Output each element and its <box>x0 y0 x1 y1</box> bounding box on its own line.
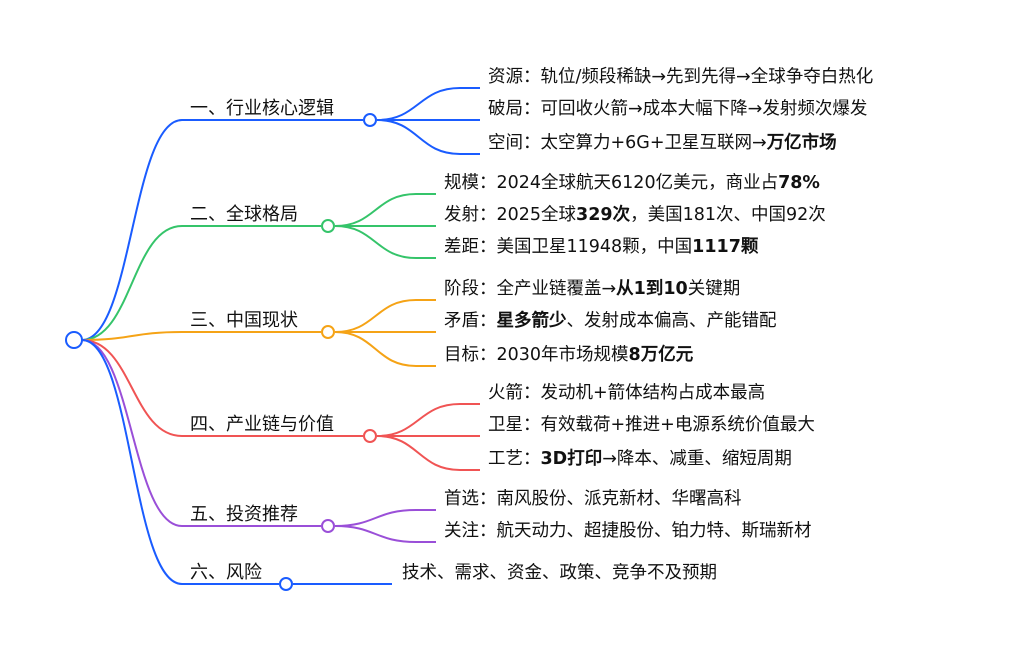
leaf-label-1-3[interactable]: 空间：太空算力+6G+卫星互联网→万亿市场 <box>488 132 837 154</box>
branch-label-1[interactable]: 一、行业核心逻辑 <box>190 98 334 119</box>
leaf-label-4-1[interactable]: 火箭：发动机+箭体结构占成本最高 <box>488 382 765 404</box>
leaf-text-part: 关键期 <box>687 279 741 299</box>
leaf-text-part: 万亿市场 <box>766 133 837 153</box>
leaf-text-part: 星多箭少 <box>496 311 567 331</box>
leaf-link-3-3 <box>334 331 436 367</box>
leaf-text-part: 329次 <box>576 205 631 225</box>
leaf-label-2-3[interactable]: 差距：美国卫星11948颗，中国1117颗 <box>444 236 758 258</box>
leaf-label-5-1[interactable]: 首选：南风股份、派克新材、华曙高科 <box>444 488 742 510</box>
leaf-label-2-2[interactable]: 发射：2025全球329次，美国181次、中国92次 <box>444 204 826 226</box>
root-branch-link-3 <box>81 331 183 341</box>
leaf-label-3-3[interactable]: 目标：2030年市场规模8万亿元 <box>444 344 693 366</box>
branch-node-2 <box>321 219 335 233</box>
leaf-text-part: 、发射成本偏高、产能错配 <box>566 311 777 331</box>
leaf-label-5-2[interactable]: 关注：航天动力、超捷股份、铂力特、斯瑞新材 <box>444 520 812 542</box>
leaf-text-part: 火箭：发动机+箭体结构占成本最高 <box>488 383 766 403</box>
link-layer <box>81 87 480 586</box>
leaf-label-6-1[interactable]: 技术、需求、资金、政策、竞争不及预期 <box>402 562 717 584</box>
branch-label-5[interactable]: 五、投资推荐 <box>190 504 298 525</box>
leaf-text-part: ，美国181次、中国92次 <box>630 205 826 225</box>
leaf-text-part: 关注：航天动力、超捷股份、铂力特、斯瑞新材 <box>444 521 812 541</box>
leaf-label-4-2[interactable]: 卫星：有效载荷+推进+电源系统价值最大 <box>488 414 815 436</box>
leaf-text-part: 工艺： <box>488 449 541 469</box>
node-layer <box>65 113 377 591</box>
leaf-link-4-1 <box>376 403 480 437</box>
root-branch-link-6 <box>81 339 183 585</box>
root-branch-link-1 <box>81 119 183 341</box>
root-branch-link-5 <box>81 339 183 527</box>
branch-node-3 <box>321 325 335 339</box>
leaf-label-4-3[interactable]: 工艺：3D打印→降本、减重、缩短周期 <box>488 448 792 470</box>
leaf-text-part: 技术、需求、资金、政策、竞争不及预期 <box>402 563 717 583</box>
leaf-link-3-1 <box>334 299 436 333</box>
branch-label-6[interactable]: 六、风险 <box>190 562 262 583</box>
leaf-text-part: 卫星：有效载荷+推进+电源系统价值最大 <box>488 415 815 435</box>
leaf-text-part: 首选：南风股份、派克新材、华曙高科 <box>444 489 742 509</box>
branch-node-4 <box>363 429 377 443</box>
leaf-text-part: 空间：太空算力+6G+卫星互联网→ <box>488 133 767 153</box>
leaf-text-part: 规模：2024全球航天6120亿美元，商业占 <box>444 173 779 193</box>
leaf-text-part: 78% <box>778 173 820 193</box>
leaf-text-part: 目标：2030年市场规模 <box>444 345 629 365</box>
leaf-link-1-1 <box>376 87 480 121</box>
branch-node-5 <box>321 519 335 533</box>
leaf-link-4-3 <box>376 435 480 471</box>
leaf-label-2-1[interactable]: 规模：2024全球航天6120亿美元，商业占78% <box>444 172 820 194</box>
root-branch-link-4 <box>81 339 183 437</box>
leaf-text-part: 发射：2025全球 <box>444 205 577 225</box>
branch-label-4[interactable]: 四、产业链与价值 <box>190 414 334 435</box>
leaf-link-1-3 <box>376 119 480 155</box>
root-node <box>65 331 83 349</box>
branch-node-6 <box>279 577 293 591</box>
leaf-label-3-1[interactable]: 阶段：全产业链覆盖→从1到10关键期 <box>444 278 740 300</box>
leaf-label-1-1[interactable]: 资源：轨位/频段稀缺→先到先得→全球争夺白热化 <box>488 66 873 88</box>
leaf-label-1-2[interactable]: 破局：可回收火箭→成本大幅下降→发射频次爆发 <box>488 98 867 120</box>
leaf-text-part: 差距：美国卫星11948颗，中国 <box>444 237 693 257</box>
leaf-text-part: 矛盾： <box>444 311 497 331</box>
leaf-text-part: 破局：可回收火箭→成本大幅下降→发射频次爆发 <box>488 99 868 119</box>
branch-label-2[interactable]: 二、全球格局 <box>190 204 298 225</box>
branch-node-1 <box>363 113 377 127</box>
leaf-text-part: →降本、减重、缩短周期 <box>602 449 792 469</box>
leaf-link-2-3 <box>334 225 436 259</box>
leaf-text-part: 1117颗 <box>692 237 759 257</box>
branch-label-3[interactable]: 三、中国现状 <box>190 310 298 331</box>
leaf-link-5-2 <box>334 525 436 543</box>
leaf-text-part: 阶段：全产业链覆盖→ <box>444 279 617 299</box>
leaf-text-part: 8万亿元 <box>628 345 694 365</box>
leaf-text-part: 3D打印 <box>540 449 603 469</box>
leaf-link-5-1 <box>334 509 436 527</box>
leaf-label-3-2[interactable]: 矛盾：星多箭少、发射成本偏高、产能错配 <box>444 310 777 332</box>
leaf-text-part: 从1到10 <box>616 279 688 299</box>
root-branch-link-2 <box>81 225 183 341</box>
leaf-text-part: 资源：轨位/频段稀缺→先到先得→全球争夺白热化 <box>488 67 874 87</box>
leaf-link-2-1 <box>334 193 436 227</box>
